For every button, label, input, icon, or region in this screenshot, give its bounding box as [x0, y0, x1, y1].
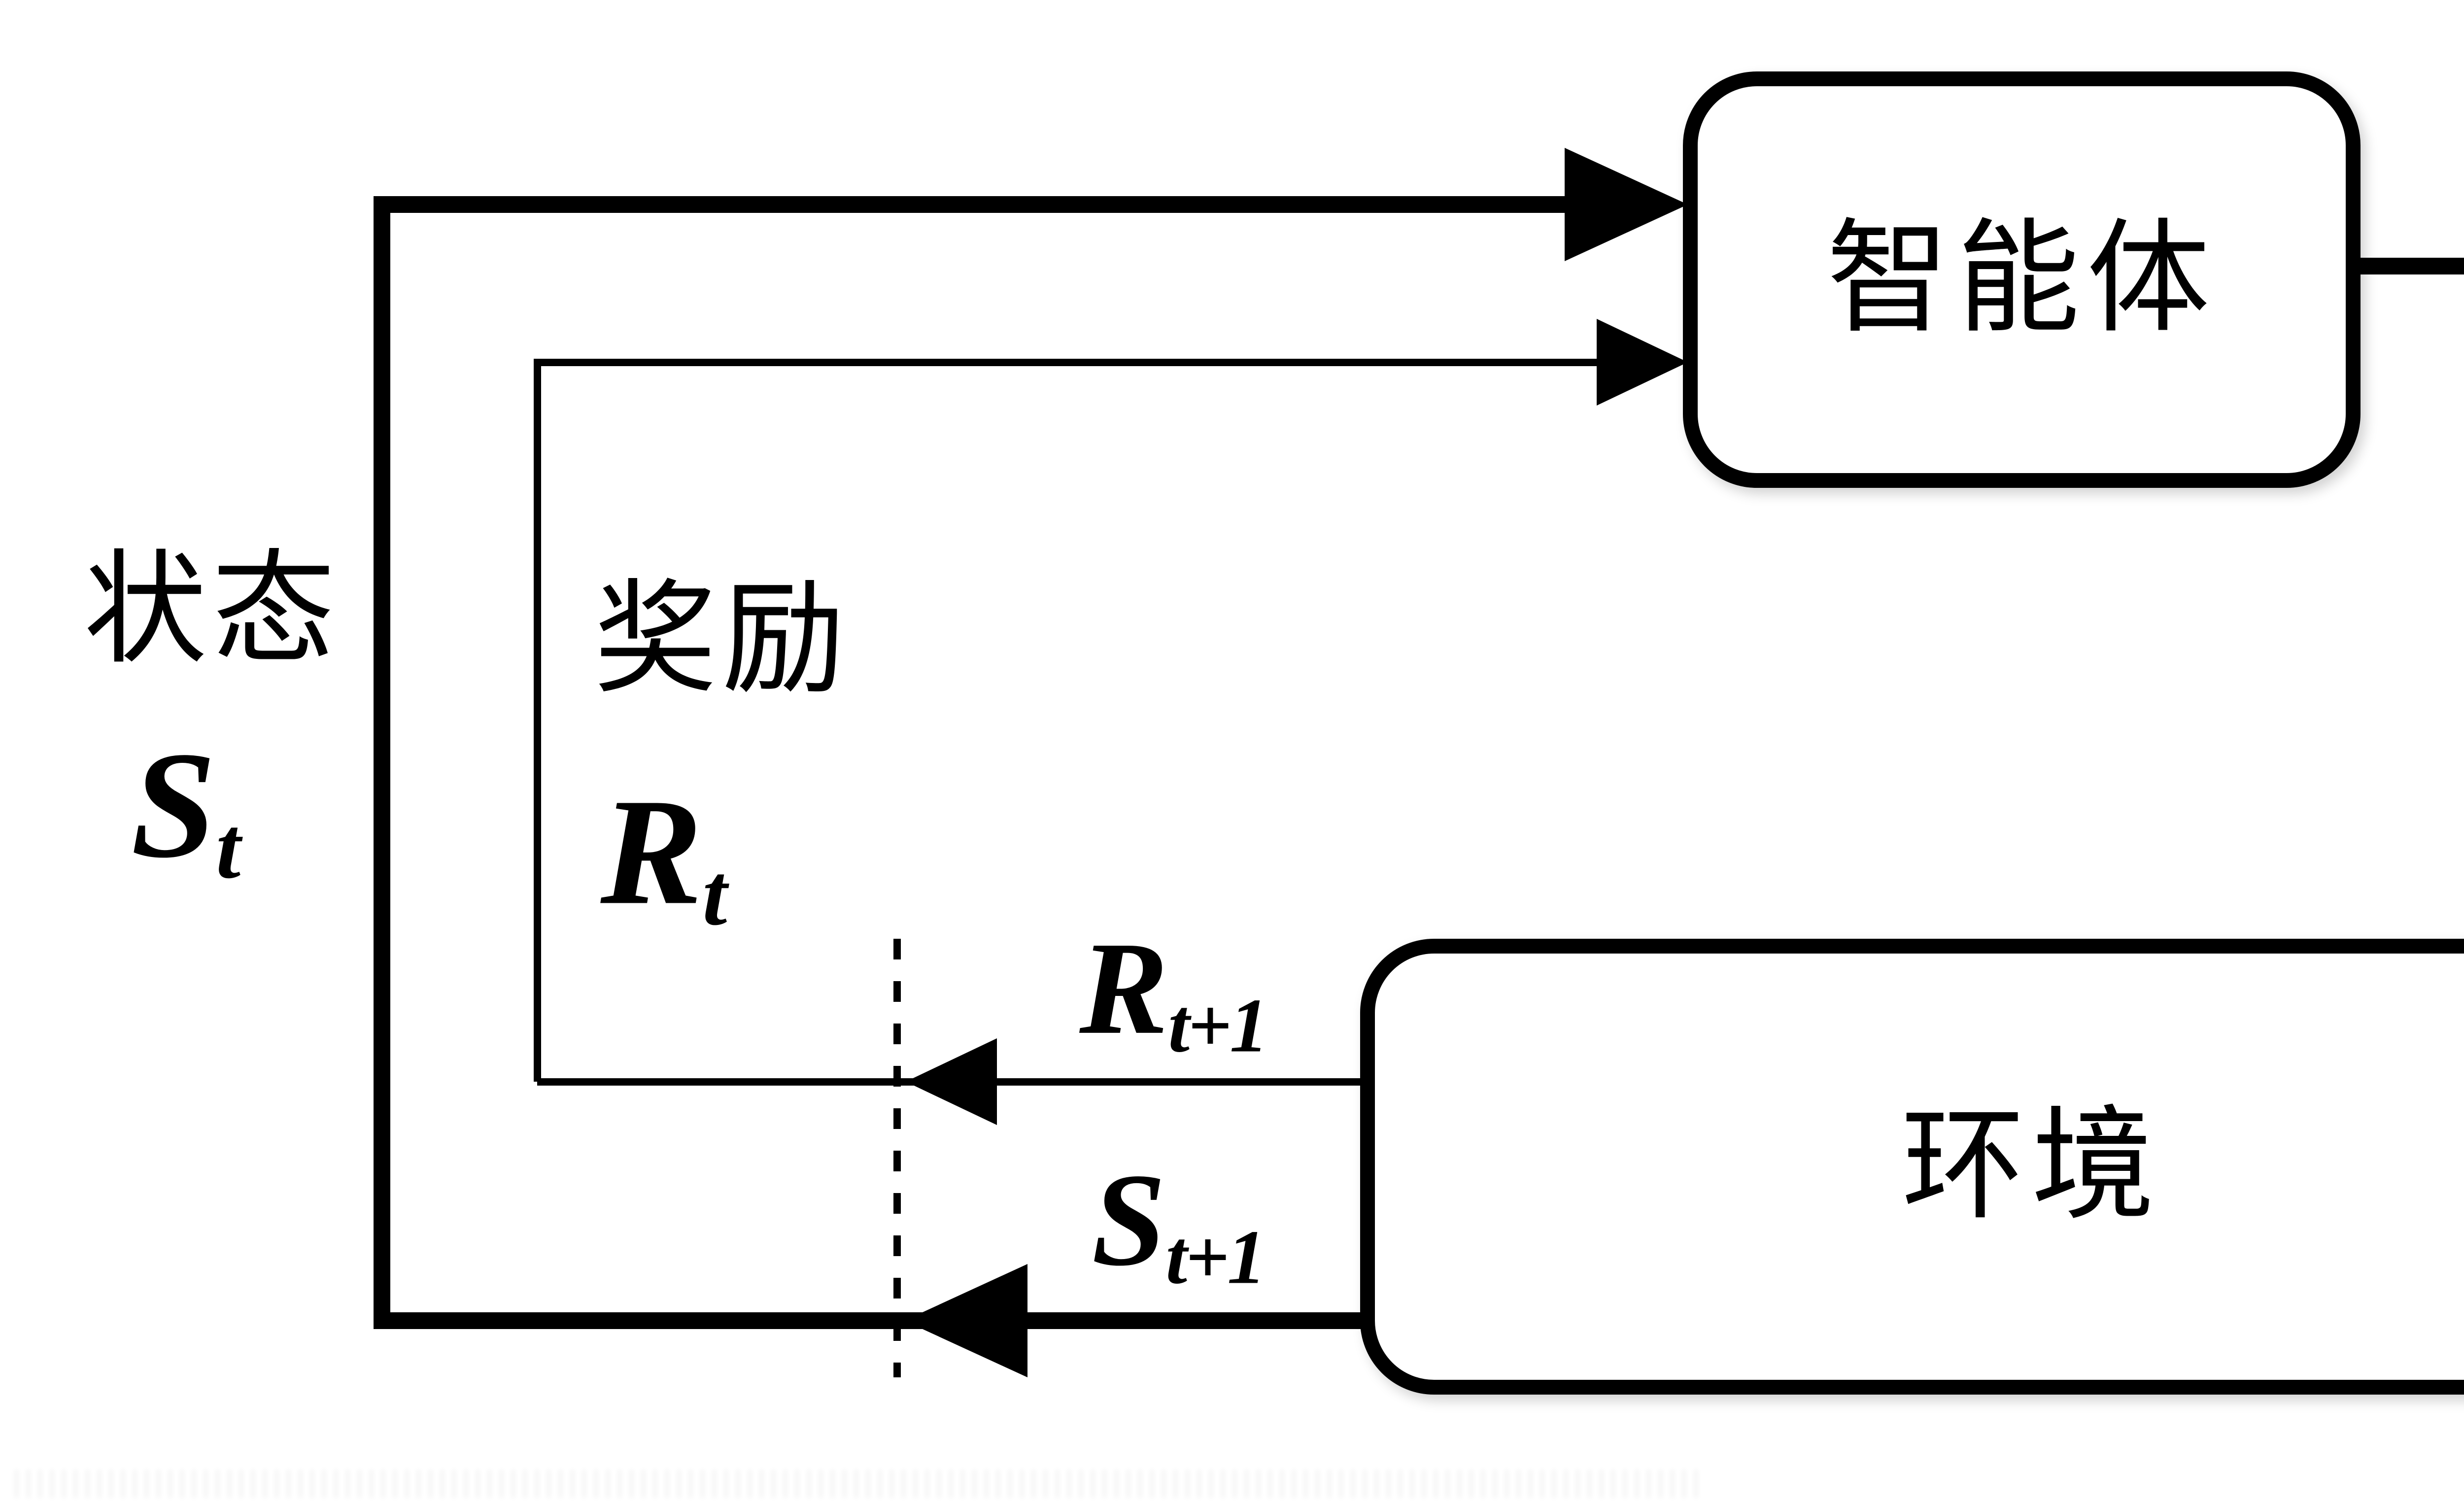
state-symbol-base: S — [131, 720, 216, 890]
state-loop-vertical-line — [374, 196, 390, 1329]
time-boundary-dashed-line — [893, 939, 901, 1377]
next-reward-symbol-subscript: t+1 — [1168, 982, 1268, 1068]
agent-box: 智能体 — [1683, 71, 2361, 488]
action-loop-top-line — [2356, 258, 2464, 274]
state-symbol-subscript: t — [216, 798, 240, 897]
reward-into-agent-arrowhead-icon — [1597, 319, 1688, 406]
state-symbol: St — [131, 729, 240, 892]
agent-box-label: 智能体 — [1826, 211, 2217, 348]
next-state-symbol: St+1 — [1092, 1153, 1266, 1300]
next-reward-symbol: Rt+1 — [1079, 922, 1268, 1064]
next-state-line — [374, 1312, 1369, 1329]
environment-box: 环境 — [1360, 939, 2464, 1395]
next-state-symbol-subscript: t+1 — [1165, 1214, 1266, 1300]
next-state-arrowhead-icon — [904, 1264, 1027, 1377]
reward-symbol-subscript: t — [702, 845, 727, 944]
environment-box-label: 环境 — [1901, 1098, 2162, 1235]
reward-loop-vertical-line — [534, 359, 541, 1082]
next-state-symbol-base: S — [1092, 1146, 1166, 1294]
reward-symbol: Rt — [601, 776, 727, 939]
reward-symbol-base: R — [600, 767, 703, 937]
state-into-agent-arrowhead-icon — [1565, 148, 1688, 261]
state-caption: 状态 — [84, 543, 340, 679]
cropped-caption-remnant — [15, 1469, 1705, 1498]
next-reward-symbol-base: R — [1079, 914, 1168, 1062]
reward-loop-top-line — [534, 359, 1598, 366]
reward-caption: 奖励 — [594, 572, 850, 709]
state-loop-top-line — [374, 196, 1586, 213]
next-reward-arrowhead-icon — [906, 1038, 997, 1125]
